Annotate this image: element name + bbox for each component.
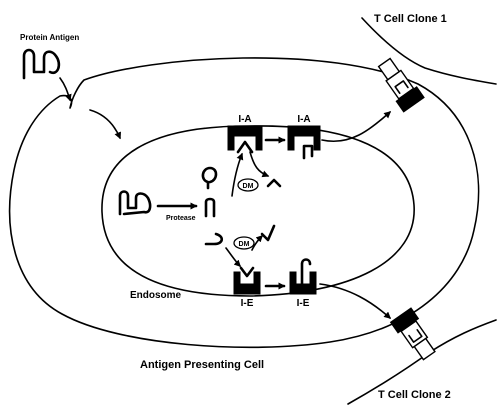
ie-right-label: I-E <box>297 298 310 309</box>
peptide-to-ia-arrow <box>231 152 244 197</box>
ia-left-molecule <box>227 125 263 154</box>
antigen-presenting-cell-membrane <box>8 57 480 349</box>
t-cell-clone-1-membrane <box>361 17 497 85</box>
tcell2-complex <box>389 307 436 361</box>
ie-right-molecule <box>289 258 317 295</box>
loop-peptide <box>201 166 218 190</box>
protein-in-endosome <box>118 190 152 216</box>
endosome-membrane <box>101 125 415 297</box>
ie-left-molecule <box>233 266 261 295</box>
ia-to-tcell1-arrow <box>321 111 392 142</box>
clip-release-arrow-top <box>249 151 270 178</box>
dm-bottom-label: DM <box>239 241 250 248</box>
ie-left-label: I-E <box>241 298 254 309</box>
peptide-fragment <box>204 197 216 218</box>
clip-out-arrow-bottom <box>251 235 263 251</box>
dm-top-label: DM <box>243 183 254 190</box>
ia-right-molecule <box>287 125 321 160</box>
tcell1-complex <box>377 57 425 113</box>
released-clip-top <box>266 178 282 188</box>
ie-to-tcell2-arrow <box>319 283 392 319</box>
endosome-label: Endosome <box>130 290 182 301</box>
ia-right-label: I-A <box>297 114 310 125</box>
protein-antigen-squiggle <box>22 48 61 80</box>
protein-antigen-label: Protein Antigen <box>20 33 79 42</box>
antigen-presenting-cell-label: Antigen Presenting Cell <box>140 359 264 371</box>
dm-top-ellipse <box>237 178 259 192</box>
t-cell-clone-2-label: T Cell Clone 2 <box>378 389 451 401</box>
protease-label: Protease <box>166 215 196 222</box>
released-clip-bottom <box>260 224 276 242</box>
peptide-hook-left <box>204 232 224 246</box>
t-cell-clone-1-label: T Cell Clone 1 <box>374 13 447 25</box>
uptake-arrow <box>59 77 72 102</box>
clip-release-arrow-bottom <box>225 247 241 267</box>
to-endosome-arrow <box>89 109 122 140</box>
ia-left-label: I-A <box>238 114 251 125</box>
dm-bottom-ellipse <box>233 236 255 250</box>
